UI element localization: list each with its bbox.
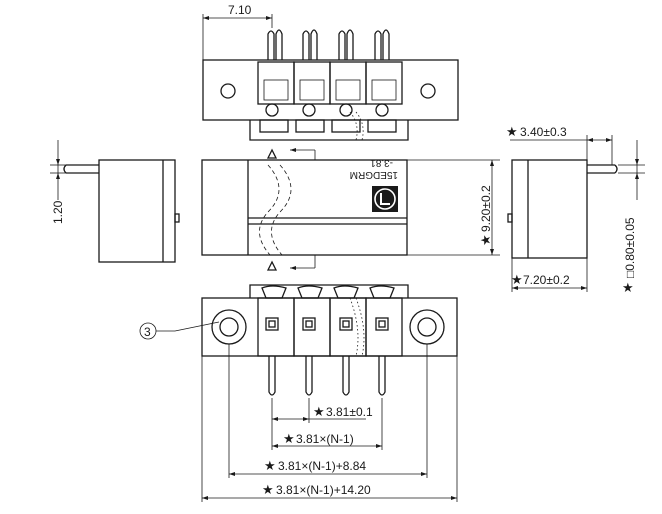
brand-logo <box>372 186 398 212</box>
bottom-pins <box>268 356 386 396</box>
dim-top-pitch: 7.10 <box>228 3 252 17</box>
critical-mark-icon: ★ <box>264 459 276 474</box>
mount-hole-right <box>420 83 436 99</box>
critical-mark-icon: ★ <box>283 432 295 447</box>
critical-mark-icon: ★ <box>506 125 518 140</box>
dim-span-n1: 3.81×(N-1) <box>296 432 354 446</box>
dim-right-width: 3.40±0.3 <box>520 125 567 139</box>
callout-number: 3 <box>144 325 151 339</box>
dim-left-height: 1.20 <box>51 200 65 224</box>
bottom-view: 3 <box>139 284 458 396</box>
front-view: 15EDGRM -3.81 <box>201 148 408 271</box>
dim-side-height-group: ★ 9.20±0.2 <box>407 159 500 256</box>
mount-hole-left <box>220 83 236 99</box>
dim-span-1420: 3.81×(N-1)+14.20 <box>276 483 371 497</box>
critical-mark-icon: ★ <box>262 483 274 498</box>
bottom-terminals <box>257 297 403 357</box>
dim-pin-size: □0.80±0.05 <box>623 217 637 278</box>
critical-mark-icon: ★ <box>511 273 523 288</box>
top-pins <box>267 29 390 60</box>
bottom-dimensions: ★ 3.81±0.1 ★ 3.81×(N-1) ★ 3.81×(N-1)+8.8… <box>201 344 458 502</box>
left-side-view: 1.20 <box>50 140 180 263</box>
dim-pitch: 3.81±0.1 <box>326 405 373 419</box>
part-code-label: 15EDGRM <box>350 169 398 180</box>
top-cavities <box>257 61 403 117</box>
right-side-view: ★ 3.40±0.3 □0.80±0.05 ★ ★ 7.20±0.2 <box>506 125 645 296</box>
critical-mark-icon: ★ <box>479 234 494 246</box>
critical-mark-icon: ★ <box>622 281 634 296</box>
dim-side-width: 7.20±0.2 <box>523 273 570 287</box>
top-view: 7.10 <box>202 3 459 141</box>
top-flange <box>202 59 459 121</box>
screw-heads-top <box>261 285 395 299</box>
dim-span-884: 3.81×(N-1)+8.84 <box>278 459 366 473</box>
critical-mark-icon: ★ <box>313 405 325 420</box>
dim-side-height: 9.20±0.2 <box>479 185 493 232</box>
part-suffix-label: -3.81 <box>370 157 393 168</box>
